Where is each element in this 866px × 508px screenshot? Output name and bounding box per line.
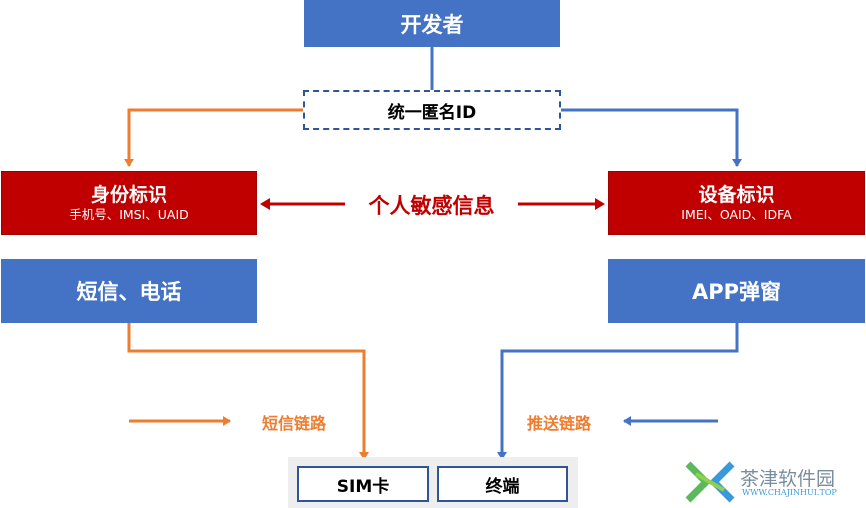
sensitive-info-label: 个人敏感信息 [368,194,495,218]
sms-link-label: 短信链路 [262,414,327,433]
sms-call-label: 短信、电话 [76,280,182,304]
identity-box: 身份标识 手机号、IMSI、UAID [1,171,257,235]
watermark-url: WWW.CHAJINHUI.TOP [742,488,837,497]
sms-call-box: 短信、电话 [1,259,257,323]
sms-path-arrow [127,323,369,460]
sim-card-box: SIM卡 [297,466,429,502]
terminal-label: 终端 [485,476,520,497]
push-link-label: 推送链路 [527,414,592,433]
push-path-arrow [497,323,739,460]
terminal-box: 终端 [437,466,568,502]
identity-title: 身份标识 [90,184,167,206]
device-box: 设备标识 IMEI、OAID、IDFA [608,171,865,235]
device-title: 设备标识 [698,184,775,206]
unified-id-label: 统一匿名ID [387,102,477,123]
unified-id-box: 统一匿名ID [303,90,561,130]
developer-label: 开发者 [400,12,464,37]
identity-detail: 手机号、IMSI、UAID [69,207,189,222]
watermark-logo [685,461,735,503]
id-to-identity-arrow [124,108,303,167]
app-popup-label: APP弹窗 [691,280,782,304]
app-popup-box: APP弹窗 [608,259,865,323]
id-to-device-arrow [561,108,742,167]
sim-card-label: SIM卡 [336,476,390,497]
device-detail: IMEI、OAID、IDFA [681,207,792,222]
watermark-name: 茶津软件园 [740,468,836,490]
developer-box: 开发者 [304,0,560,47]
